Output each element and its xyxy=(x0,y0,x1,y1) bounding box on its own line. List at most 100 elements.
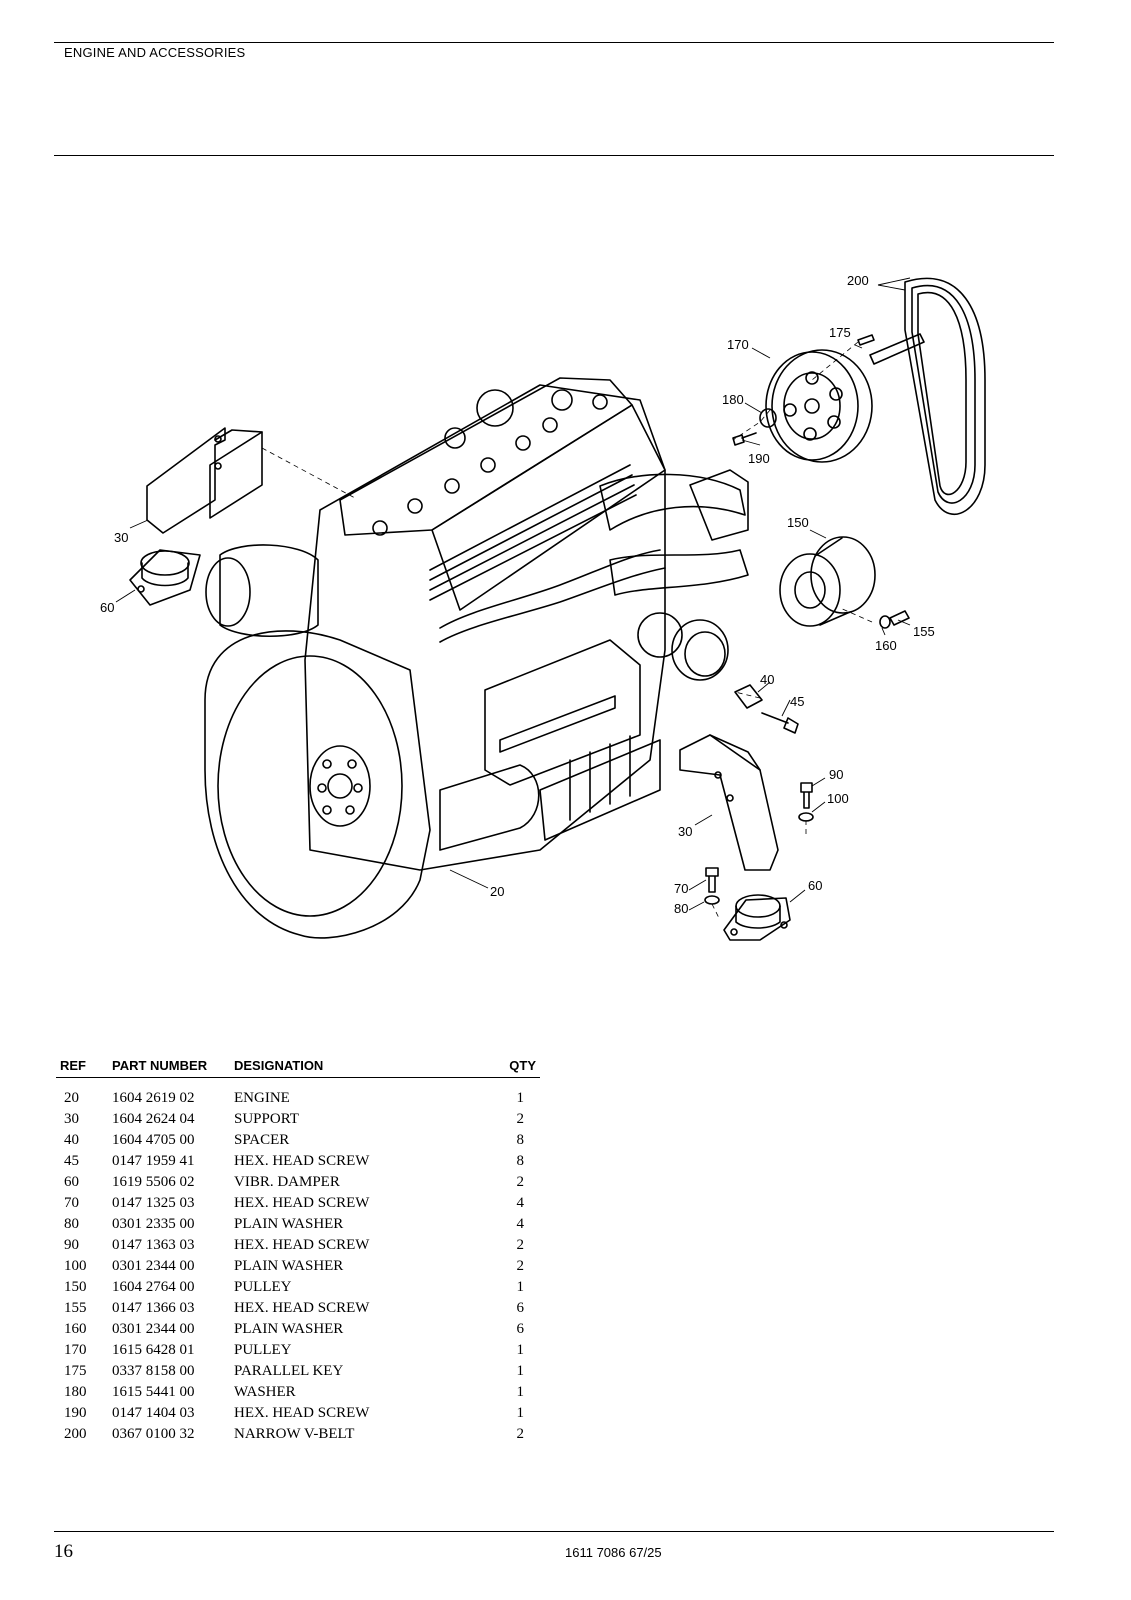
support-30-right-drawing xyxy=(679,734,779,871)
cell-designation: SPACER xyxy=(234,1132,290,1148)
screw-155-drawing xyxy=(889,610,910,626)
cell-qty: 1 xyxy=(516,1090,525,1106)
cell-part-number: 1604 2619 02 xyxy=(112,1090,195,1106)
cell-part-number: 0147 1404 03 xyxy=(112,1405,195,1421)
callout-175: 175 xyxy=(829,325,851,340)
cell-part-number: 0337 8158 00 xyxy=(112,1363,195,1379)
col-ref-header: REF xyxy=(56,1058,112,1078)
table-row: 20 1604 2619 02 ENGINE 1 xyxy=(56,1078,540,1110)
cell-ref: 180 xyxy=(64,1384,87,1400)
header-bottom-rule xyxy=(54,155,1054,156)
cell-designation: SUPPORT xyxy=(234,1111,299,1127)
cell-ref: 90 xyxy=(64,1237,79,1253)
washer-180-drawing xyxy=(759,408,777,428)
cell-part-number: 0301 2335 00 xyxy=(112,1216,195,1232)
cell-part-number: 0147 1959 41 xyxy=(112,1153,195,1169)
cell-ref: 170 xyxy=(64,1342,87,1358)
screw-45-drawing xyxy=(761,712,799,734)
cell-designation: ENGINE xyxy=(234,1090,290,1106)
vibr-damper-60-right-drawing xyxy=(723,894,791,941)
callout-30-right: 30 xyxy=(678,824,692,839)
cell-qty: 1 xyxy=(516,1384,525,1400)
pulley-170-drawing xyxy=(765,349,873,463)
cell-ref: 45 xyxy=(64,1153,79,1169)
cell-qty: 1 xyxy=(516,1363,525,1379)
cell-qty: 2 xyxy=(516,1174,525,1190)
callout-150: 150 xyxy=(787,515,809,530)
exploded-parts-drawing: 200 175 170 180 190 150 155 160 30 60 40… xyxy=(100,273,986,941)
cell-qty: 8 xyxy=(516,1153,525,1169)
cell-part-number: 0301 2344 00 xyxy=(112,1321,195,1337)
cell-designation: HEX. HEAD SCREW xyxy=(234,1195,370,1211)
cell-designation: PLAIN WASHER xyxy=(234,1258,344,1274)
cell-part-number: 1615 5441 00 xyxy=(112,1384,195,1400)
support-30-left-drawing xyxy=(146,427,263,534)
col-qty-header: QTY xyxy=(496,1058,540,1078)
cell-part-number: 1604 2624 04 xyxy=(112,1111,195,1127)
table-row: 45 0147 1959 41 HEX. HEAD SCREW 8 xyxy=(56,1151,540,1172)
section-title: ENGINE AND ACCESSORIES xyxy=(64,45,246,60)
header-top-rule xyxy=(54,42,1054,43)
cell-part-number: 0147 1325 03 xyxy=(112,1195,195,1211)
parts-table-header: REF PART NUMBER DESIGNATION QTY xyxy=(56,1058,540,1078)
cell-part-number: 1604 2764 00 xyxy=(112,1279,195,1295)
cell-ref: 60 xyxy=(64,1174,79,1190)
callout-100: 100 xyxy=(827,791,849,806)
cell-qty: 6 xyxy=(516,1321,525,1337)
cell-ref: 20 xyxy=(64,1090,79,1106)
callout-170: 170 xyxy=(727,337,749,352)
footer-rule xyxy=(54,1531,1054,1532)
page-number: 16 xyxy=(54,1541,73,1562)
callout-20: 20 xyxy=(490,884,504,899)
cell-ref: 190 xyxy=(64,1405,87,1421)
callout-45: 45 xyxy=(790,694,804,709)
table-row: 60 1619 5506 02 VIBR. DAMPER 2 xyxy=(56,1172,540,1193)
callout-155: 155 xyxy=(913,624,935,639)
vibr-damper-60-left-drawing xyxy=(129,549,201,606)
cell-part-number: 0367 0100 32 xyxy=(112,1426,195,1442)
cell-designation: PULLEY xyxy=(234,1279,292,1295)
cell-qty: 2 xyxy=(516,1111,525,1127)
cell-ref: 80 xyxy=(64,1216,79,1232)
cell-designation: HEX. HEAD SCREW xyxy=(234,1153,370,1169)
cell-part-number: 1615 6428 01 xyxy=(112,1342,195,1358)
cell-part-number: 0147 1363 03 xyxy=(112,1237,195,1253)
cell-designation: PLAIN WASHER xyxy=(234,1321,344,1337)
parallel-key-drawing xyxy=(869,333,925,365)
callout-200: 200 xyxy=(847,273,869,288)
cell-ref: 155 xyxy=(64,1300,87,1316)
cell-qty: 1 xyxy=(516,1279,525,1295)
cell-designation: PARALLEL KEY xyxy=(234,1363,344,1379)
callout-190: 190 xyxy=(748,451,770,466)
cell-designation: NARROW V-BELT xyxy=(234,1426,355,1442)
callout-90: 90 xyxy=(829,767,843,782)
cell-ref: 70 xyxy=(64,1195,79,1211)
callout-40: 40 xyxy=(760,672,774,687)
parts-table: REF PART NUMBER DESIGNATION QTY 20 1604 2… xyxy=(56,1058,540,1445)
spacer-40-drawing xyxy=(734,684,763,709)
cell-qty: 2 xyxy=(516,1426,525,1442)
screw-90-drawing xyxy=(800,782,813,809)
cell-qty: 1 xyxy=(516,1342,525,1358)
washer-160-drawing xyxy=(879,615,891,629)
cell-ref: 200 xyxy=(64,1426,87,1442)
callout-70: 70 xyxy=(674,881,688,896)
cell-ref: 40 xyxy=(64,1132,79,1148)
cell-qty: 2 xyxy=(516,1237,525,1253)
cell-designation: VIBR. DAMPER xyxy=(234,1174,340,1190)
cell-qty: 6 xyxy=(516,1300,525,1316)
cell-ref: 150 xyxy=(64,1279,87,1295)
cell-part-number: 1619 5506 02 xyxy=(112,1174,195,1190)
cell-designation: HEX. HEAD SCREW xyxy=(234,1405,370,1421)
